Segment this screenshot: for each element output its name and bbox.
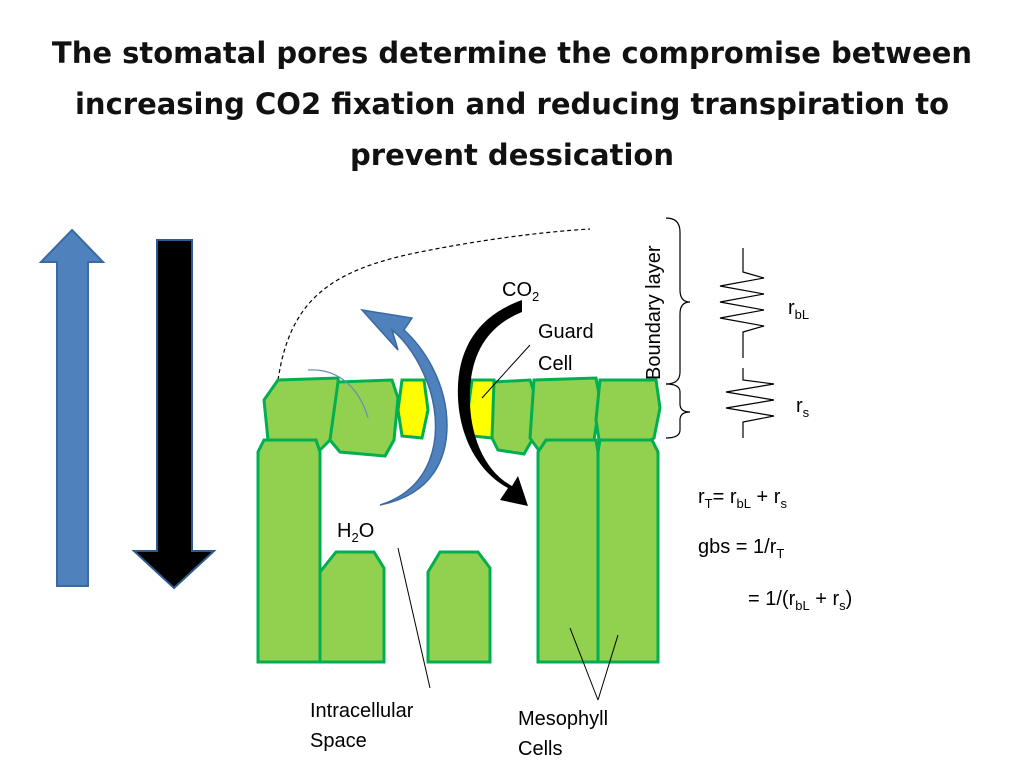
h2o-label: H2O [337,520,374,545]
epidermal-cells-left [262,369,430,458]
boundary-layer-label: Boundary layer [643,245,665,380]
cell-outline-curve [307,369,369,419]
mesophyll-cells-group [256,438,660,664]
title-line-1: The stomatal pores determine the comprom… [51,36,973,70]
rs-resistor-icon [725,368,775,438]
equation-gbs: gbs = 1/rT [698,536,784,561]
epidermal-cell [594,378,662,448]
guard-cell-left [396,378,430,440]
stomata-brace [665,383,691,439]
title-line-2: increasing CO2 fixation and reducing tra… [74,87,949,121]
mesophyll-pointer-2 [597,634,619,701]
intracellular-space-label: Intracellular Space [310,700,419,752]
guard-cell-pointer [481,344,531,399]
rs-label: rs [796,395,810,420]
down-arrow-icon [131,239,217,590]
epidermal-cell [328,378,400,458]
title-line-3: prevent dessication [350,138,674,172]
intracellular-pointer [397,547,431,689]
equation-rt: rT= rbL + rs [698,486,787,511]
h2o-arrow-icon [360,308,448,506]
mesophyll-pointer-1 [569,627,599,701]
co2-arrow-icon [457,300,528,506]
rbl-label: rbL [788,297,809,322]
epidermal-cell [490,378,538,456]
mesophyll-cells-label: Mesophyll Cells [518,708,614,760]
epidermal-cells-right [466,376,662,456]
up-arrow-icon [38,228,106,587]
mesophyll-cell [426,550,492,664]
mesophyll-cell [256,438,322,664]
co2-label: CO2 [502,279,539,304]
equation-gbs-expanded: = 1/(rbL + rs) [748,588,852,613]
page-title: The stomatal pores determine the comprom… [0,28,1024,181]
mesophyll-cell [596,438,660,664]
mesophyll-cell [536,438,600,664]
mesophyll-cell [318,550,386,664]
rbl-resistor-icon [719,248,765,358]
boundary-layer-brace [665,217,691,385]
guard-cell-label: Guard Cell [538,321,599,375]
